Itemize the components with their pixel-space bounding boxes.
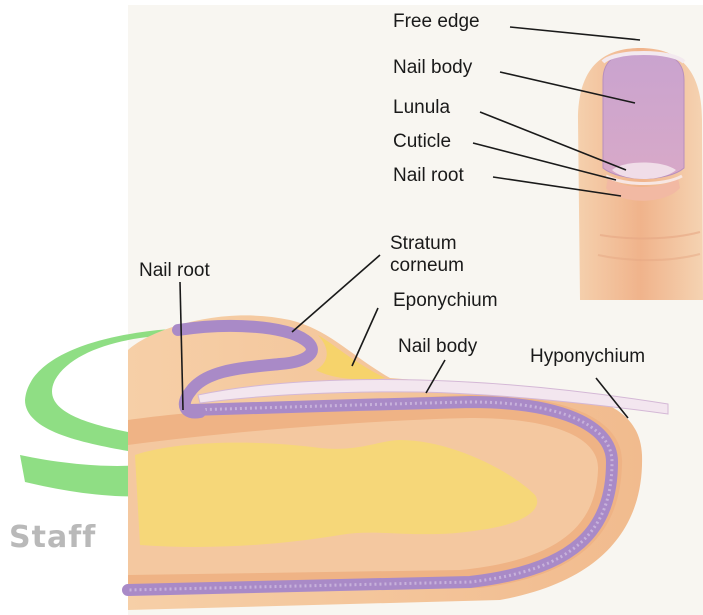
label-hyponychium: Hyponychium — [530, 346, 645, 368]
label-nail-body-top: Nail body — [393, 57, 472, 79]
label-nail-root-side: Nail root — [139, 260, 210, 282]
label-lunula: Lunula — [393, 97, 450, 119]
nail-body-top-shape — [603, 52, 684, 179]
finger-top-view — [578, 48, 703, 300]
leader-stratum — [292, 255, 380, 332]
label-cuticle: Cuticle — [393, 131, 451, 153]
leader-eponychium — [352, 308, 378, 366]
leader-free-edge — [510, 27, 640, 40]
label-free-edge: Free edge — [393, 11, 480, 33]
label-stratum-corneum: Stratum corneum — [390, 233, 464, 277]
label-nail-root-top: Nail root — [393, 165, 464, 187]
watermark-text: Staff — [9, 520, 96, 555]
label-eponychium: Eponychium — [393, 290, 498, 312]
label-nail-body-side: Nail body — [398, 336, 477, 358]
